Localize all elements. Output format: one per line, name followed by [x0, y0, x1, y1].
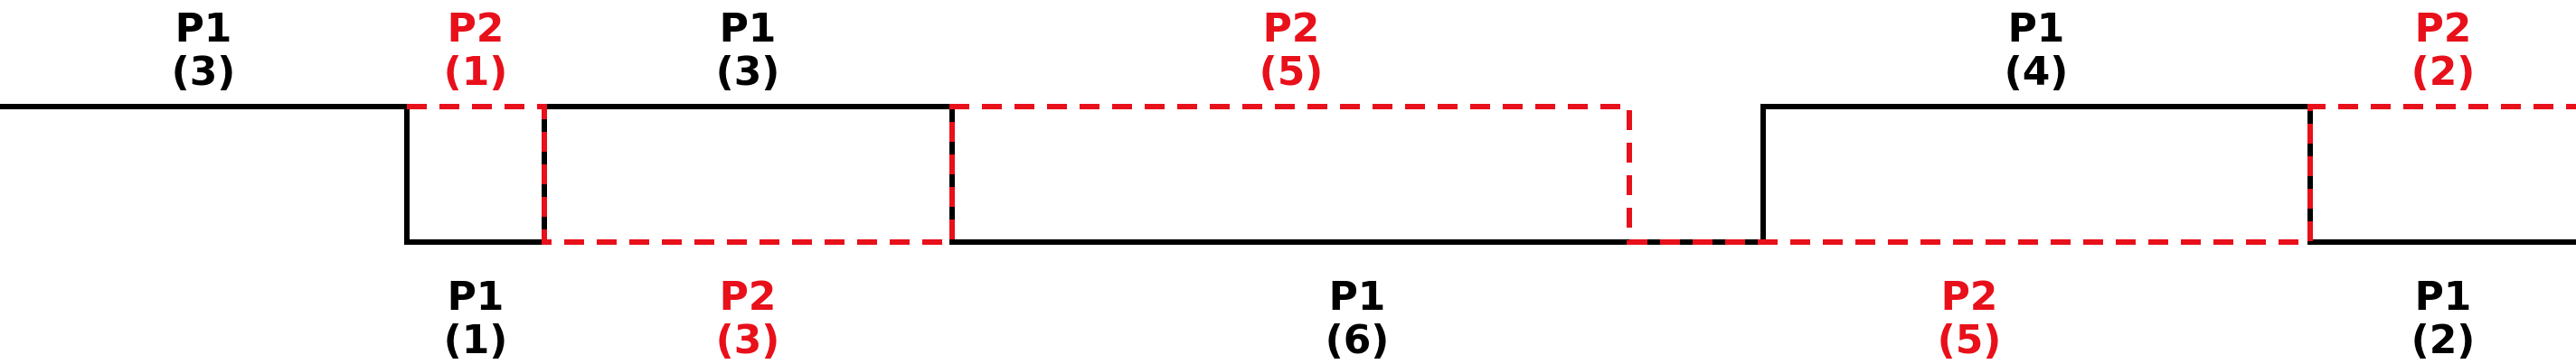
label-top-p2-c: P2 (2)	[2411, 5, 2476, 95]
svg-text:P1: P1	[1329, 274, 1386, 320]
svg-text:P2: P2	[1941, 274, 1998, 320]
svg-text:P2: P2	[2415, 5, 2472, 51]
label-top-p1-a: P1 (3)	[172, 5, 236, 95]
svg-text:P2: P2	[720, 274, 777, 320]
p2-waveform	[407, 104, 2576, 245]
svg-text:P1: P1	[448, 274, 505, 320]
svg-text:(6): (6)	[1326, 317, 1390, 363]
svg-text:(5): (5)	[1938, 317, 2002, 363]
label-bottom-p1-b: P1 (6)	[1326, 274, 1390, 363]
svg-text:(1): (1)	[444, 49, 508, 95]
label-bottom-p1-c: P1 (2)	[2411, 274, 2476, 363]
svg-text:P1: P1	[2008, 5, 2065, 51]
svg-text:(5): (5)	[1260, 49, 1324, 95]
label-top-p2-b: P2 (5)	[1260, 5, 1324, 95]
label-top-p2-a: P2 (1)	[444, 5, 508, 95]
svg-text:(1): (1)	[444, 317, 508, 363]
svg-text:P1: P1	[2415, 274, 2472, 320]
svg-text:(3): (3)	[716, 317, 780, 363]
svg-text:(2): (2)	[2411, 49, 2476, 95]
svg-text:P1: P1	[720, 5, 777, 51]
svg-text:P2: P2	[1263, 5, 1320, 51]
label-top-p1-c: P1 (4)	[2005, 5, 2069, 95]
label-top-p1-b: P1 (3)	[716, 5, 780, 95]
svg-text:P2: P2	[448, 5, 505, 51]
svg-text:(4): (4)	[2005, 49, 2069, 95]
p1-waveform	[0, 104, 2576, 245]
label-bottom-p2-b: P2 (5)	[1938, 274, 2002, 363]
label-bottom-p2-a: P2 (3)	[716, 274, 780, 363]
svg-text:(3): (3)	[716, 49, 780, 95]
label-bottom-p1-a: P1 (1)	[444, 274, 508, 363]
svg-text:(3): (3)	[172, 49, 236, 95]
svg-text:P1: P1	[175, 5, 232, 51]
svg-text:(2): (2)	[2411, 317, 2476, 363]
